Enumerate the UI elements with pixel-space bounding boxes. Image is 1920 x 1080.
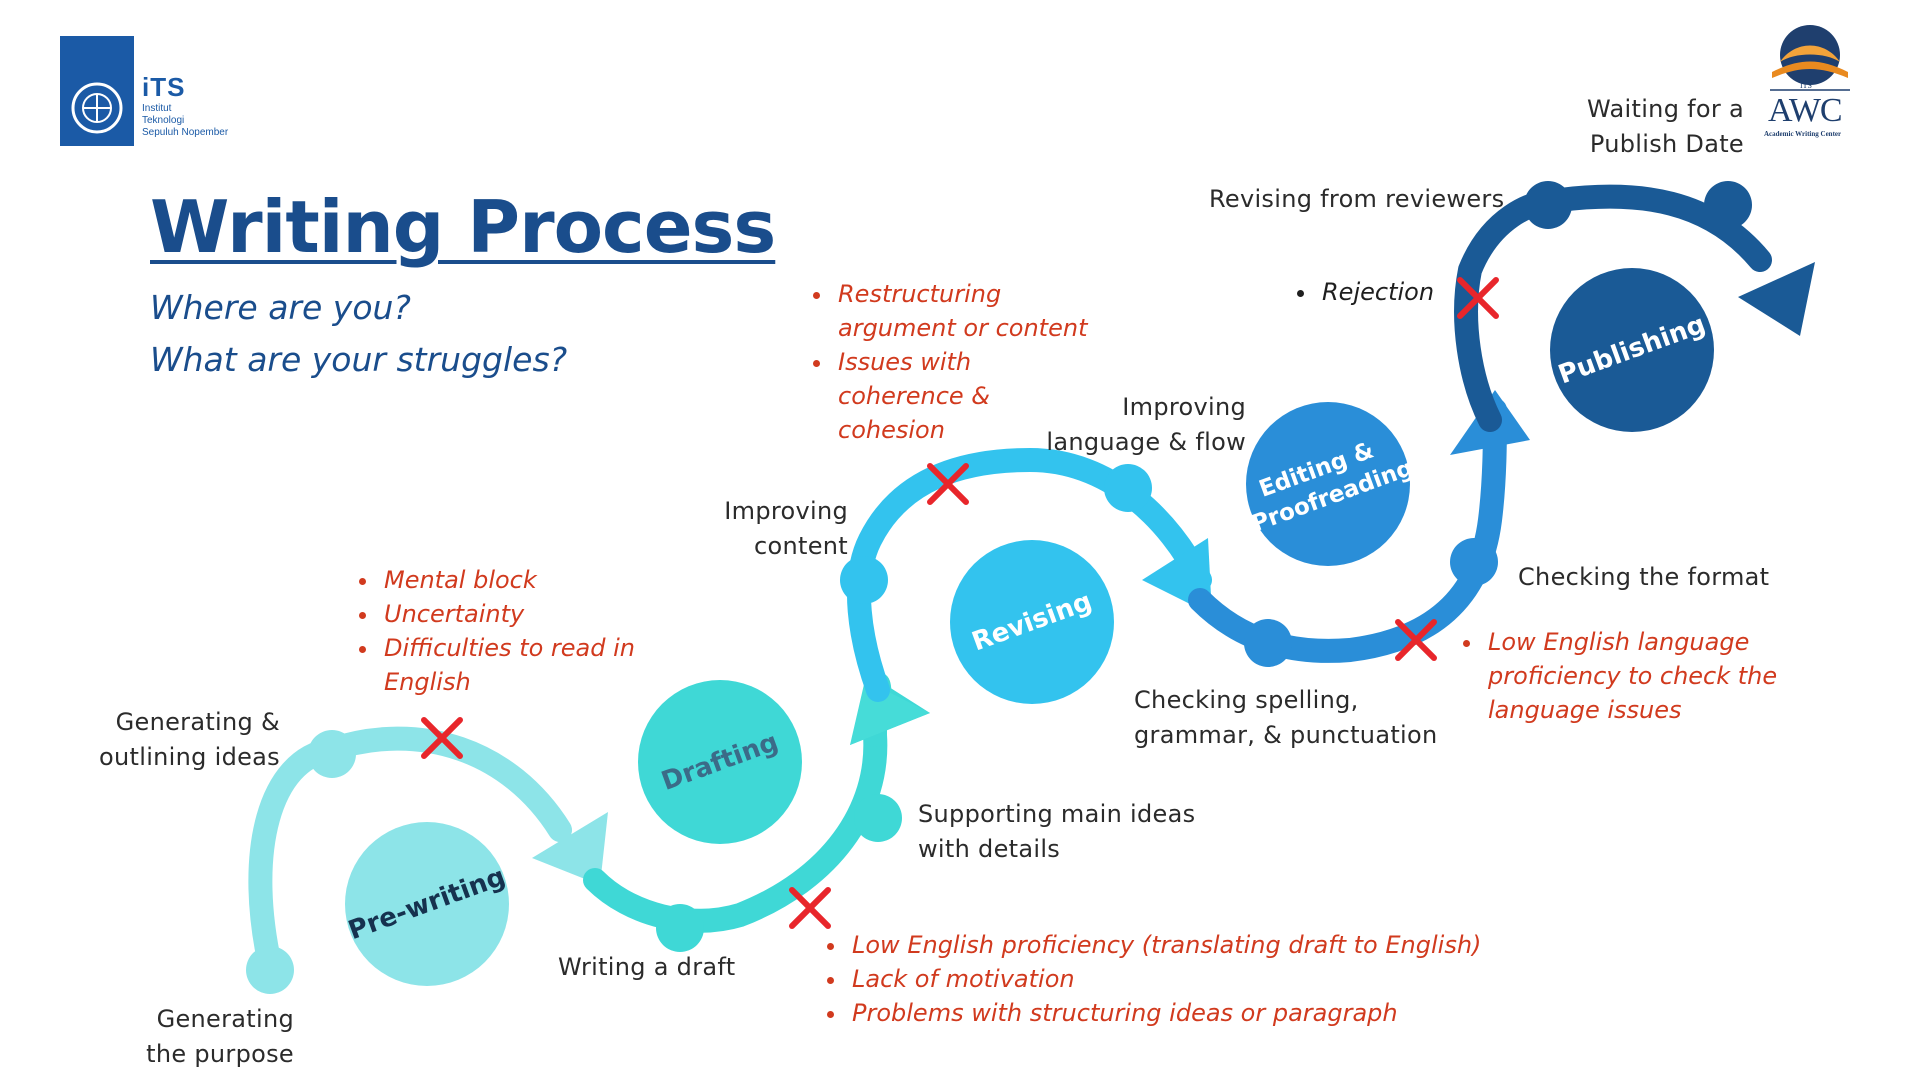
stage-editing-circle [1246,402,1410,566]
its-logo-line-2: Teknologi [142,115,185,126]
struggle-item: Uncertainty [380,597,720,631]
step-format-label: Checking the format [1518,563,1770,591]
step-publish-line-1: Waiting for a [1587,95,1744,123]
struggles-publishing: Rejection [1296,278,1538,306]
struggle-item: Difficulties to read in English [380,631,720,699]
struggle-item-line-1: Restructuring [838,280,1002,308]
its-logo-acronym: iTS [142,72,186,102]
node-publish-date [1704,181,1752,229]
struggle-item-line-2: argument or content [838,314,1088,342]
stage-drafting-circle [638,680,802,844]
step-outline-line-2: outlining ideas [99,743,280,771]
publishing-arrow-head-icon [1738,262,1815,336]
node-draft [656,904,704,952]
awc-logo-caption: Academic Writing Center [1764,130,1842,138]
struggle-item-line-2: proficiency to check the [1488,662,1778,690]
node-purpose [246,946,294,994]
prewriting-arrow-head-icon [532,812,608,885]
cross-icon [1395,619,1437,661]
struggle-item-line-1: Issues with [838,348,972,376]
stage-publishing-circle [1550,268,1714,432]
step-spelling-line-2: grammar, & punctuation [1134,721,1438,749]
stage-revising-circle [950,540,1114,704]
node-reviewers [1524,181,1572,229]
step-spelling-line-1: Checking spelling, [1134,686,1359,714]
step-draft-label: Writing a draft [558,953,736,981]
drafting-path [583,723,888,933]
struggle-item-line-3: cohesion [838,416,945,444]
its-logo-icon [60,36,134,146]
node-support [854,794,902,842]
its-logo-line-3: Sepuluh Nopember [142,127,229,138]
step-language-label: Improving language & flow [1030,390,1246,460]
struggle-item: Problems with structuring ideas or parag… [848,996,1548,1030]
step-spelling-label: Checking spelling, grammar, & punctuatio… [1134,683,1438,753]
page-title: Writing Process [150,185,776,269]
step-publish-line-2: Publish Date [1589,130,1744,158]
struggles-revising: Restructuring argument or content Issues … [812,277,1154,447]
step-purpose-label: Generating the purpose [110,1002,294,1072]
step-publish-label: Waiting for a Publish Date [1560,92,1744,162]
struggle-item-line-1: Difficulties to read in [384,634,635,662]
awc-logo-acronym: AWC [1768,92,1843,129]
cross-icon [789,887,831,929]
node-format [1450,538,1498,586]
step-content-line-2: content [754,532,848,560]
subtitle-2: What are your struggles? [150,340,568,379]
struggle-item: Low English proficiency (translating dra… [848,928,1548,962]
struggle-item-line-2: English [384,668,471,696]
struggle-item: Rejection [1318,278,1538,306]
struggle-item: Lack of motivation [848,962,1548,996]
node-content [840,556,888,604]
struggle-item-line-3: language issues [1488,696,1682,724]
cross-icon [1457,277,1499,319]
its-logo-line-1: Institut [142,103,172,114]
step-content-label: Improving content [700,494,848,564]
struggle-item: Mental block [380,563,720,597]
step-support-label: Supporting main ideas with details [918,797,1195,867]
stage-prewriting-circle [345,822,509,986]
step-support-line-1: Supporting main ideas [918,800,1196,828]
struggle-item-line-1: Low English language [1488,628,1750,656]
step-language-line-1: Improving [1122,393,1246,421]
node-spelling [1244,619,1292,667]
step-purpose-line-2: the purpose [146,1040,294,1068]
struggle-item: Restructuring argument or content [834,277,1154,345]
step-purpose-line-1: Generating [156,1005,294,1033]
node-outline [308,730,356,778]
awc-logo-icon [1770,25,1850,91]
struggle-item-line-2: coherence & [838,382,991,410]
step-support-line-2: with details [918,835,1061,863]
step-content-line-1: Improving [724,497,848,525]
awc-logo-top: ITS [1800,81,1812,90]
step-outline-line-1: Generating & [115,708,280,736]
struggles-editing: Low English language proficiency to check… [1462,625,1844,727]
struggle-item: Issues with coherence & cohesion [834,345,1154,447]
step-outline-label: Generating & outlining ideas [70,705,280,775]
publishing-path [1454,184,1772,432]
node-language [1104,464,1152,512]
struggles-prewriting: Mental block Uncertainty Difficulties to… [358,563,720,699]
struggles-drafting: Low English proficiency (translating dra… [826,928,1548,1030]
cross-icon [421,717,463,759]
subtitle-1: Where are you? [150,288,411,327]
step-language-line-2: language & flow [1046,428,1246,456]
step-reviewers-label: Revising from reviewers [1209,185,1505,213]
cross-icon [927,463,969,505]
struggle-item: Low English language proficiency to check… [1484,625,1844,727]
